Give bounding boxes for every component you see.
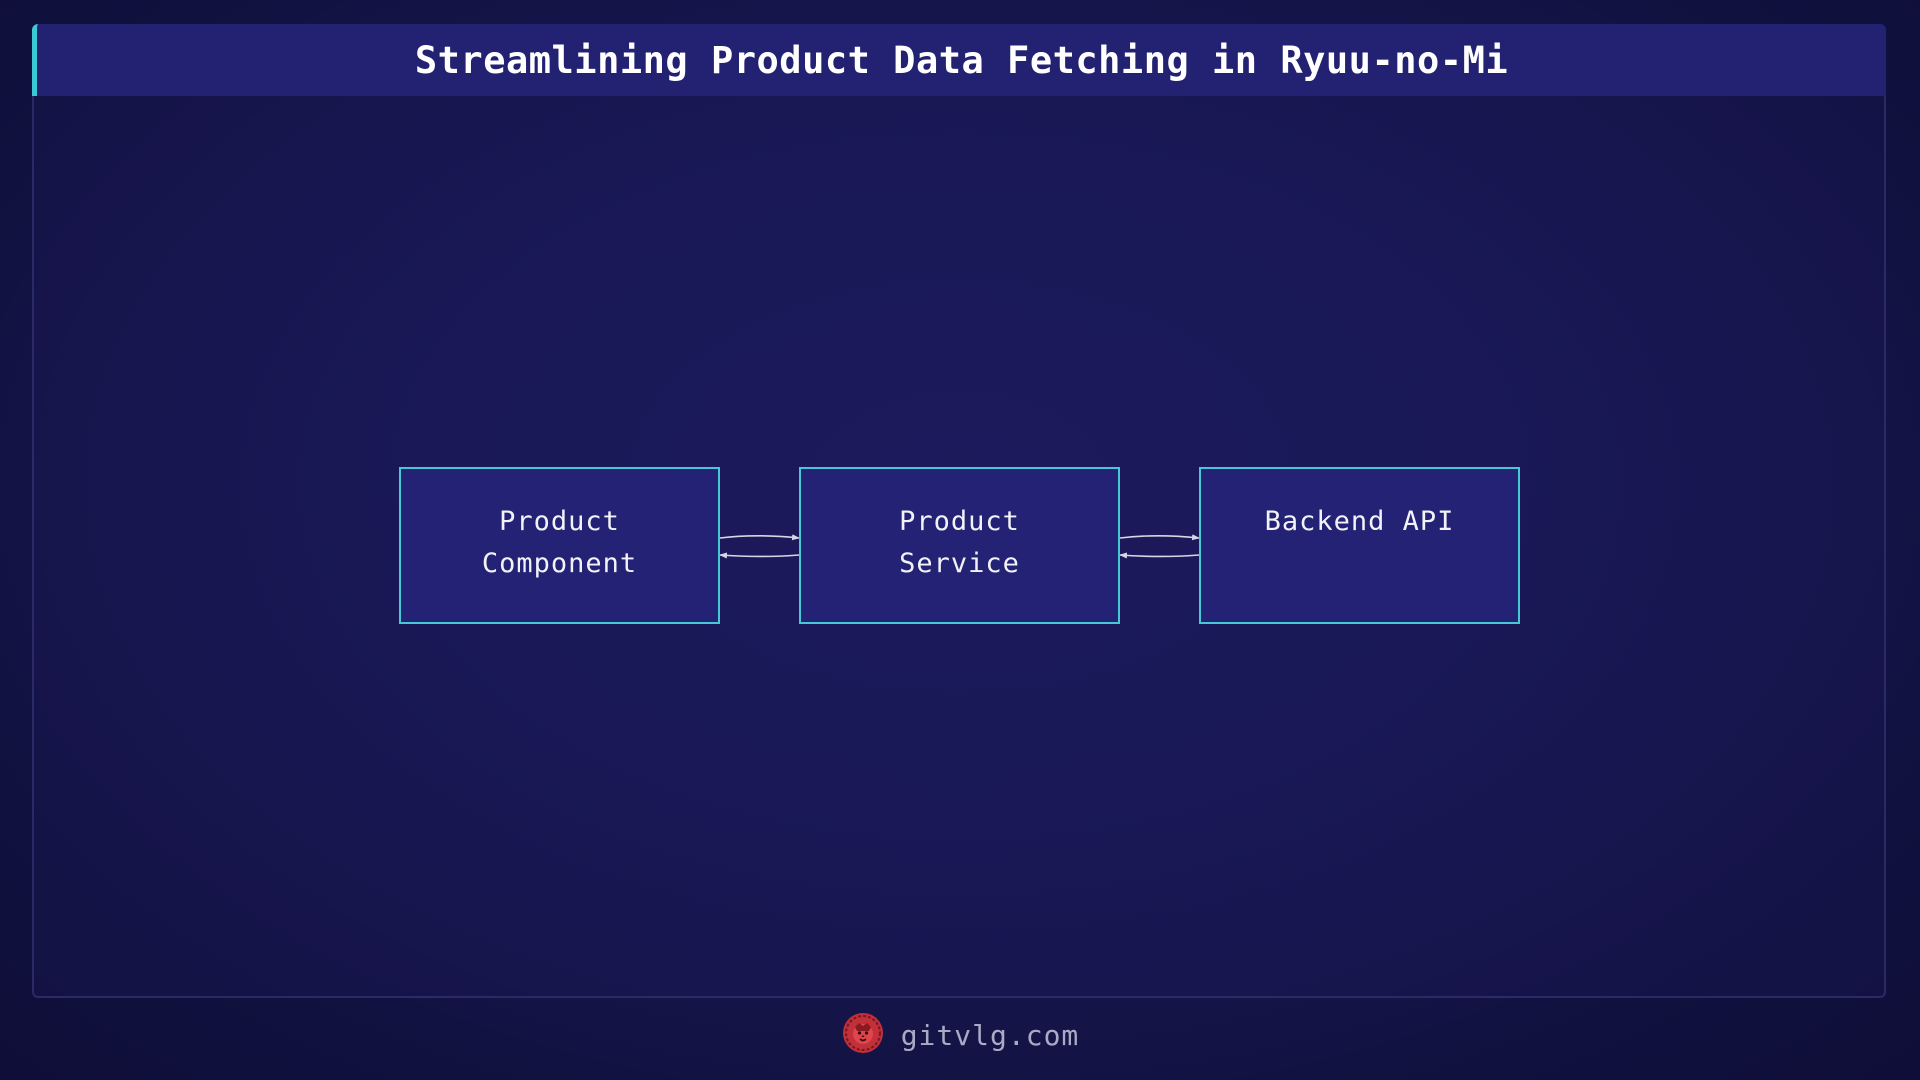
node-product-service: Product Service [799,467,1120,624]
title-bar: Streamlining Product Data Fetching in Ry… [32,24,1886,96]
node-product-component: Product Component [399,467,720,624]
node-label: Product Component [481,506,638,579]
lion-logo-icon [841,1011,885,1059]
node-label: Backend API [1264,506,1455,537]
node-label: Product Service [899,506,1020,579]
node-backend-api: Backend API [1199,467,1520,624]
site-url: gitvlg.com [900,1018,1080,1052]
footer: gitvlg.com [0,1010,1920,1060]
diagram-title: Streamlining Product Data Fetching in Ry… [414,38,1509,82]
